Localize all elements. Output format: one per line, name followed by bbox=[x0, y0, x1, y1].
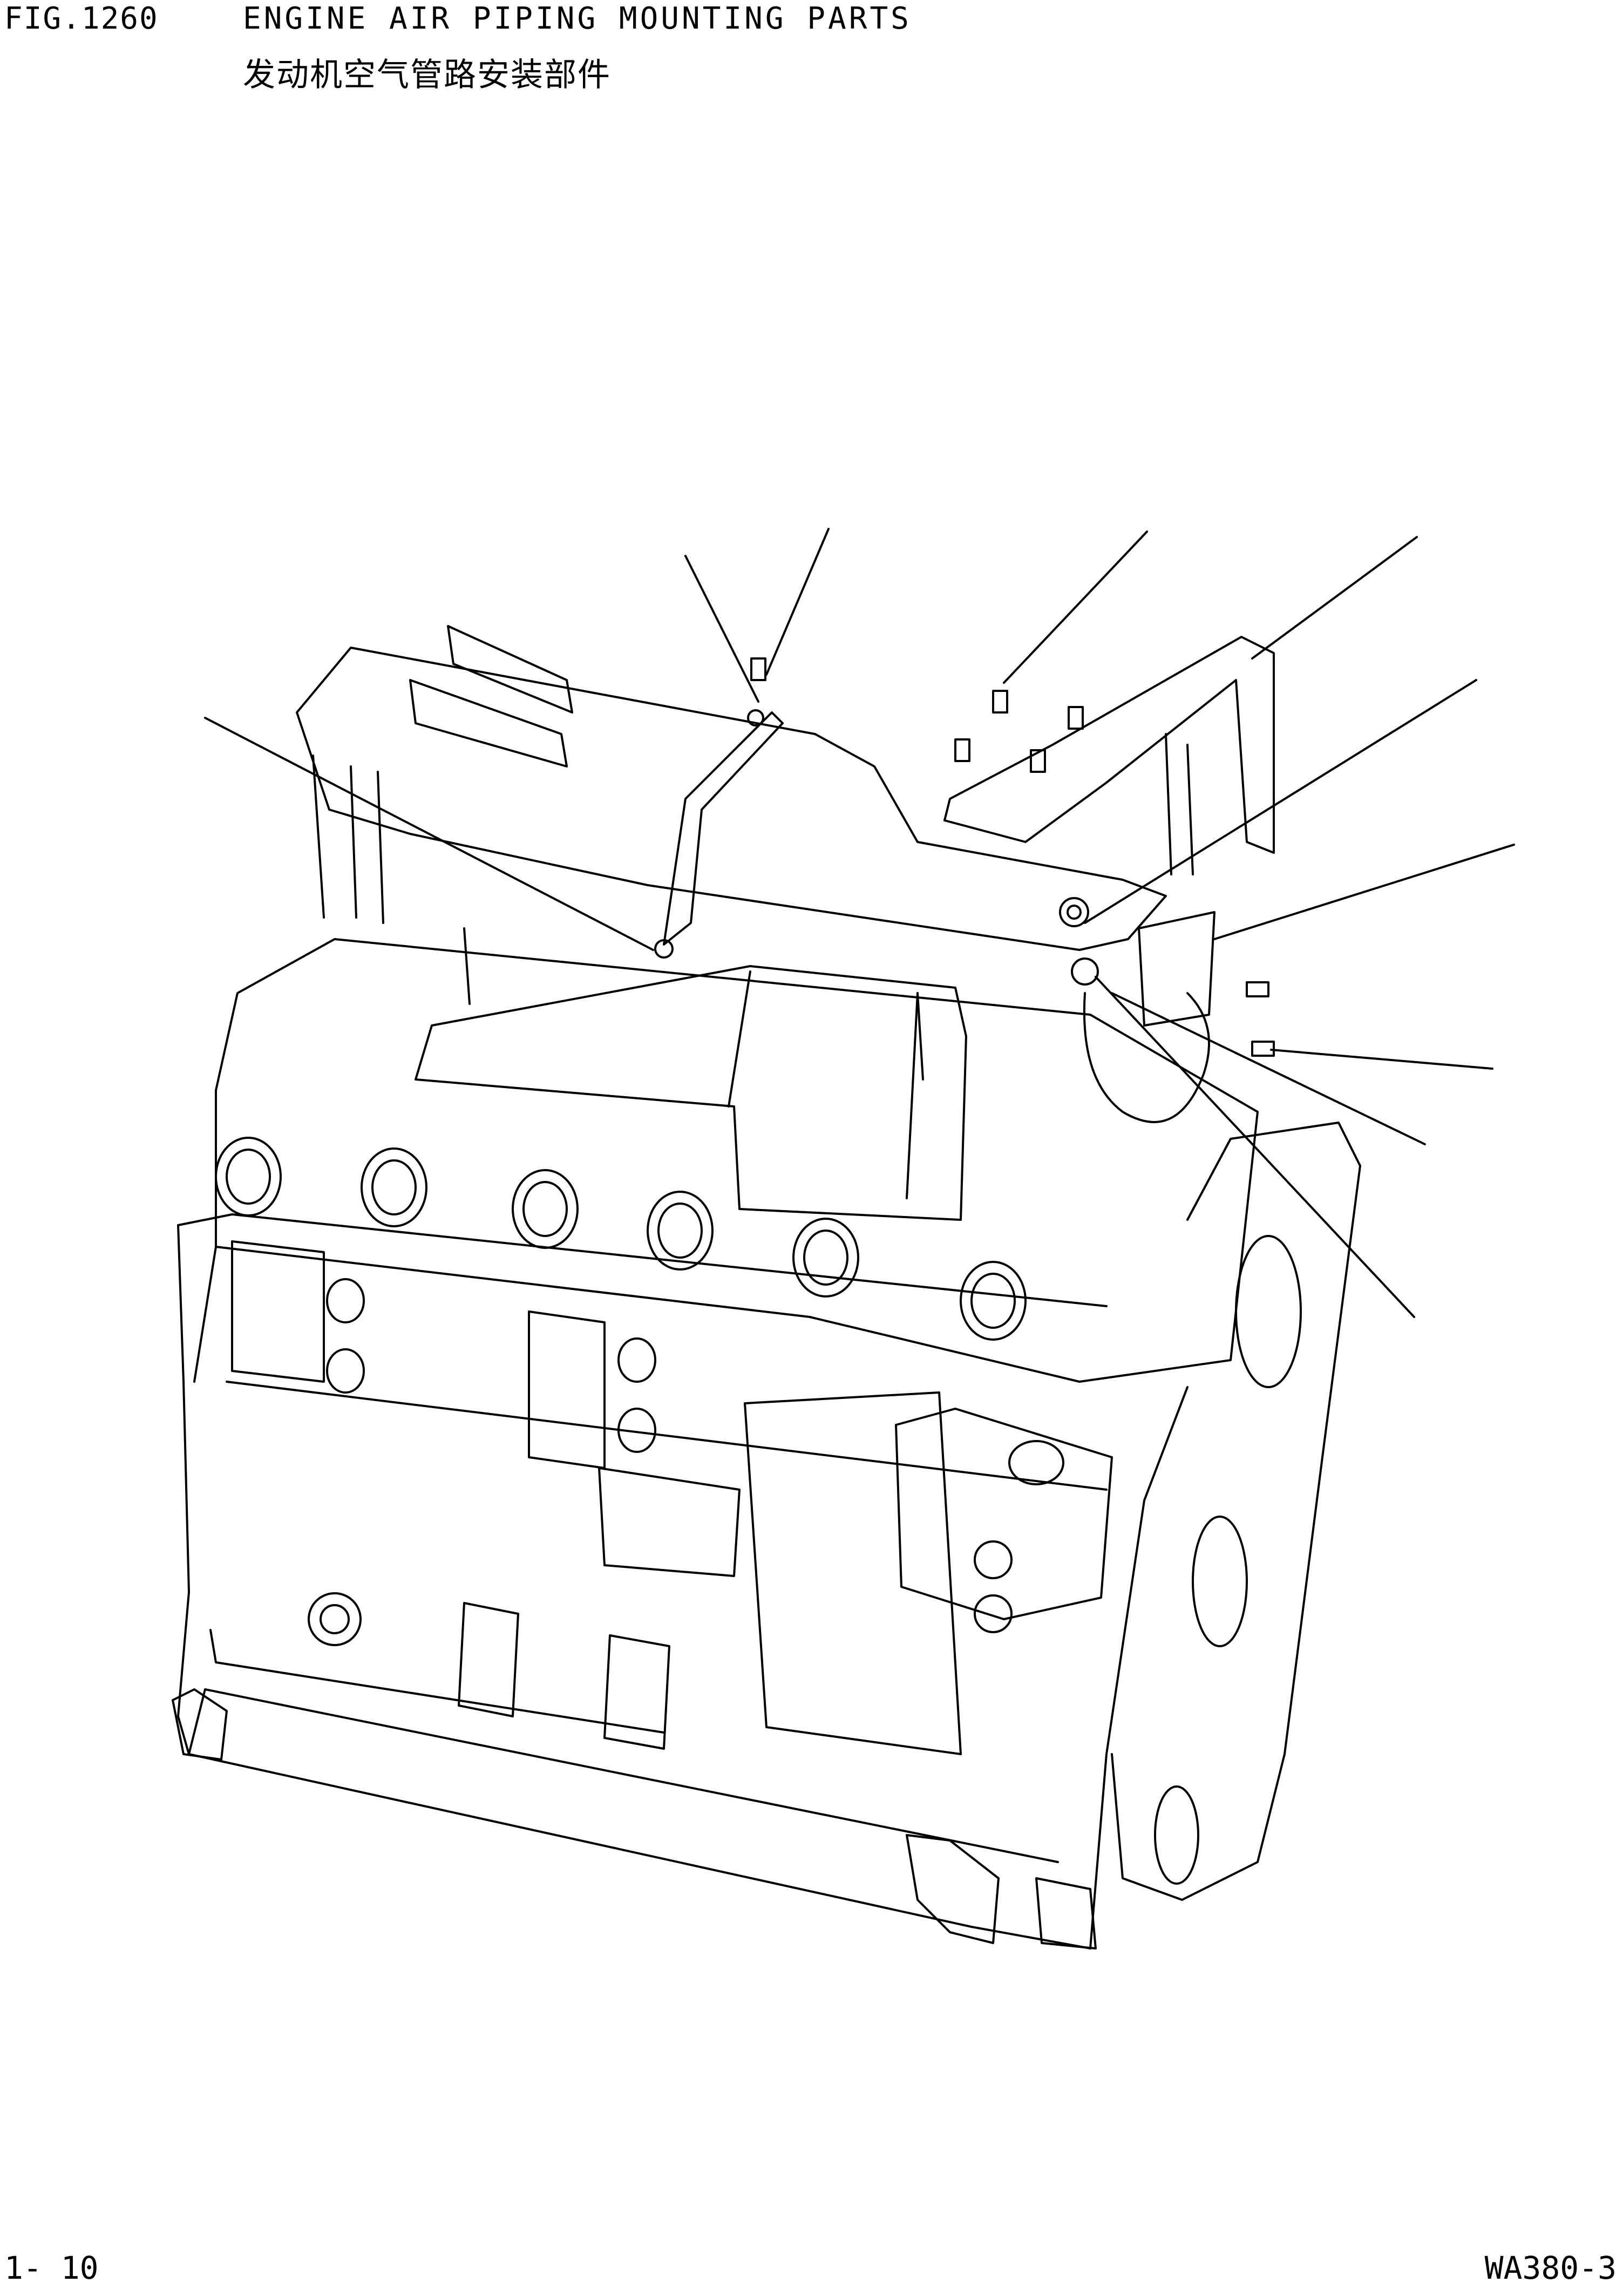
leader-line bbox=[1085, 680, 1476, 923]
leader-lines bbox=[205, 529, 1514, 1317]
bolt bbox=[751, 658, 765, 680]
exhaust-ports bbox=[216, 1138, 1026, 1340]
flywheel-housing bbox=[1112, 1123, 1360, 1900]
leader-line bbox=[1096, 977, 1414, 1317]
exhaust-bracket bbox=[416, 928, 966, 1220]
model-code: WA380-3 bbox=[1484, 2250, 1617, 2286]
leader-line bbox=[1112, 993, 1425, 1144]
engine-block bbox=[178, 939, 1258, 1948]
leader-line bbox=[685, 556, 758, 702]
bolt bbox=[1252, 1042, 1274, 1056]
leader-line bbox=[1214, 845, 1514, 939]
leader-line bbox=[205, 718, 653, 950]
mounting-feet bbox=[173, 1689, 1096, 1948]
bolt bbox=[1247, 982, 1268, 996]
bolt bbox=[1069, 707, 1083, 729]
figure-title-english: ENGINE AIR PIPING MOUNTING PARTS bbox=[243, 1, 912, 36]
upper-bracket-assembly bbox=[297, 626, 1274, 1122]
bolt bbox=[1031, 750, 1045, 772]
leader-line bbox=[1252, 537, 1417, 658]
leader-line bbox=[766, 529, 829, 675]
leader-line bbox=[1271, 1050, 1492, 1069]
bolt bbox=[955, 739, 969, 761]
page-number: 1- 10 bbox=[4, 2250, 99, 2286]
figure-number: FIG.1260 bbox=[4, 1, 159, 36]
figure-title-chinese: 发动机空气管路安装部件 bbox=[243, 56, 611, 94]
bolts bbox=[751, 658, 1274, 1056]
leader-line bbox=[1004, 532, 1147, 683]
bolt bbox=[993, 691, 1007, 712]
